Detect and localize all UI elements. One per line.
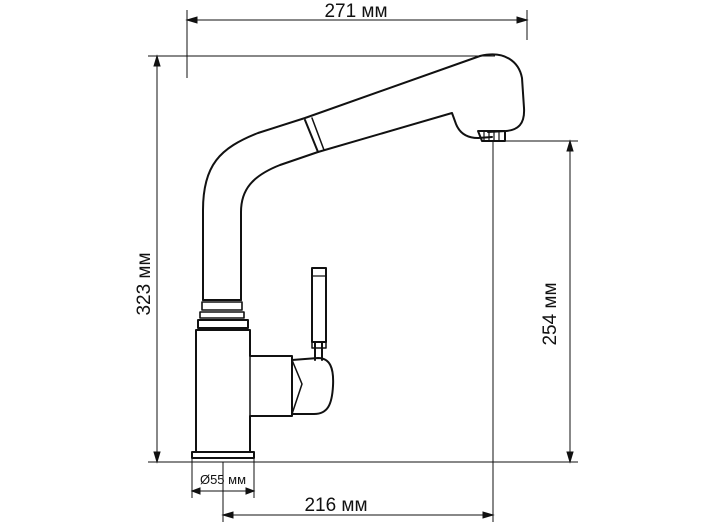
label-216: 216 мм — [304, 495, 367, 516]
lever-knob — [291, 357, 335, 415]
label-271: 271 мм — [324, 1, 387, 22]
faucet-body — [195, 329, 293, 453]
faucet-outline — [191, 53, 526, 459]
pullout-head-band-2 — [311, 117, 325, 151]
spout-inner-contour — [240, 112, 493, 301]
pullout-head-band — [304, 119, 319, 153]
base-plate — [191, 451, 255, 459]
spout-outer-contour — [202, 53, 526, 301]
dim-254-line — [505, 139, 578, 464]
collar-rings — [197, 299, 249, 329]
dim-216-line — [221, 141, 495, 522]
label-254: 254 мм — [540, 282, 561, 345]
dimension-lines — [148, 10, 578, 522]
dim-323-line — [153, 54, 161, 464]
lever-handle — [291, 267, 335, 415]
lever-stem — [311, 267, 327, 343]
dim-271-line — [185, 16, 529, 24]
label-55: Ø55 мм — [200, 472, 246, 487]
label-323: 323 мм — [134, 252, 155, 315]
